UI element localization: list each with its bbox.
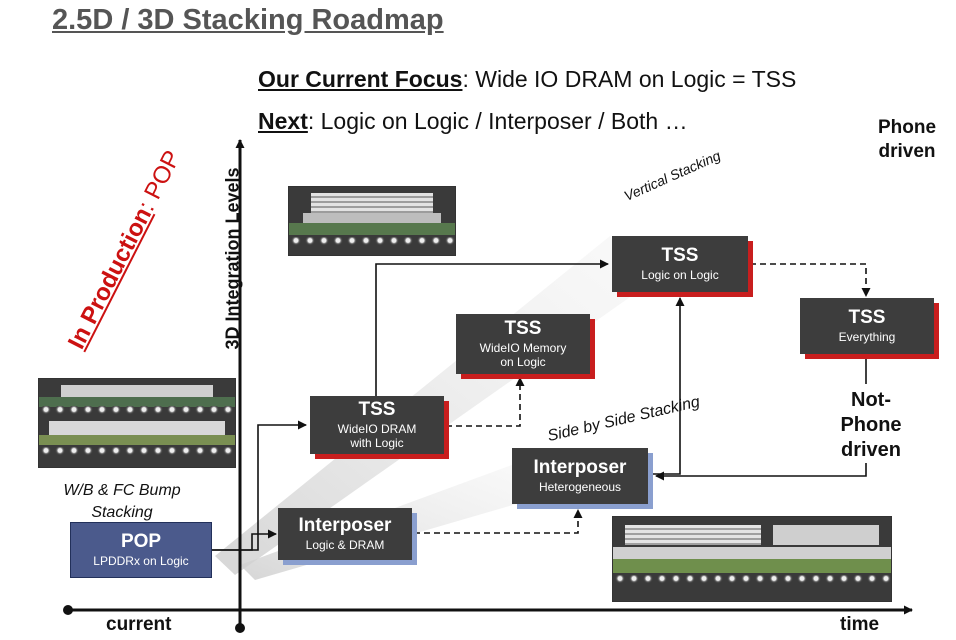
pop-box-title: POP <box>120 531 162 553</box>
pop-package-image <box>38 378 236 468</box>
not-phone-driven-note: Not-Phone driven <box>826 388 916 463</box>
pop-box: POP LPDDRx on Logic <box>70 522 212 578</box>
wb-fc-line-2: Stacking <box>91 504 153 521</box>
phone-driven-line-1: Phone <box>877 117 937 138</box>
next-label: Next <box>258 108 308 134</box>
tss-wideio-memory-sub-2: on Logic <box>500 354 546 369</box>
page-title: 2.5D / 3D Stacking Roadmap <box>52 4 444 36</box>
interposer-package-image <box>612 516 892 602</box>
interposer-logic-dram-title: Interposer <box>298 515 392 537</box>
interposer-hetero-title: Interposer <box>533 457 627 479</box>
interposer-logic-dram-subtitle: Logic & DRAM <box>305 538 385 553</box>
arrow-dashed-wideio-to-memory <box>446 377 525 427</box>
arrow-hetero-to-logic-on-logic <box>652 297 685 475</box>
tss-package-image <box>288 186 456 256</box>
y-axis-start-dot <box>235 623 245 633</box>
current-focus-label: Our Current Focus <box>258 66 463 92</box>
phone-driven-line-2: driven <box>878 141 936 162</box>
interposer-logic-dram-box: Interposer Logic & DRAM <box>278 508 412 560</box>
tss-wideio-memory-title: TSS <box>504 318 542 340</box>
arrow-dashed-logic-to-everything <box>750 263 871 297</box>
next-line: Next: Logic on Logic / Interposer / Both… <box>258 108 688 135</box>
x-axis-end-label: time <box>840 614 880 635</box>
interposer-hetero-subtitle: Heterogeneous <box>538 480 622 495</box>
tss-everything-title: TSS <box>848 307 886 329</box>
arrow-tss-wideio-to-logic-on-logic <box>375 259 609 396</box>
next-text: : Logic on Logic / Interposer / Both … <box>307 108 688 134</box>
tss-everything-box: TSS Everything <box>800 298 934 354</box>
y-axis-label: 3D Integration Levels <box>222 167 243 350</box>
tss-wideio-logic-sub-2: with Logic <box>350 435 404 450</box>
tss-wideio-logic-sub-1: WideIO DRAM <box>337 422 417 437</box>
tss-logic-on-logic-subtitle: Logic on Logic <box>641 268 719 283</box>
wb-fc-line-1: W/B & FC Bump <box>63 482 181 499</box>
x-axis-start-label: current <box>106 614 172 635</box>
tss-wideio-memory-box: TSS WideIO Memory on Logic <box>456 314 590 374</box>
interposer-hetero-box: Interposer Heterogeneous <box>512 448 648 504</box>
arrow-pop-to-interposer <box>212 529 277 551</box>
phone-driven-note: Phone driven <box>862 116 952 164</box>
not-phone-driven-line-2: driven <box>840 439 902 461</box>
tss-wideio-logic-box: TSS WideIO DRAM with Logic <box>310 396 444 454</box>
x-axis-start-dot <box>63 605 73 615</box>
current-focus-line: Our Current Focus: Wide IO DRAM on Logic… <box>258 66 796 93</box>
not-phone-driven-line-1: Not-Phone <box>840 389 902 436</box>
pop-box-subtitle: LPDDRx on Logic <box>93 554 189 569</box>
tss-wideio-memory-sub-1: WideIO Memory <box>479 341 567 356</box>
tss-logic-on-logic-title: TSS <box>661 245 699 267</box>
tss-everything-subtitle: Everything <box>838 330 896 345</box>
arrow-dashed-interposer-to-hetero <box>414 509 583 534</box>
wb-fc-stacking-label: W/B & FC Bump Stacking <box>62 480 182 524</box>
tss-wideio-logic-title: TSS <box>358 399 396 421</box>
current-focus-text: : Wide IO DRAM on Logic = TSS <box>462 66 797 92</box>
tss-logic-on-logic-box: TSS Logic on Logic <box>612 236 748 292</box>
